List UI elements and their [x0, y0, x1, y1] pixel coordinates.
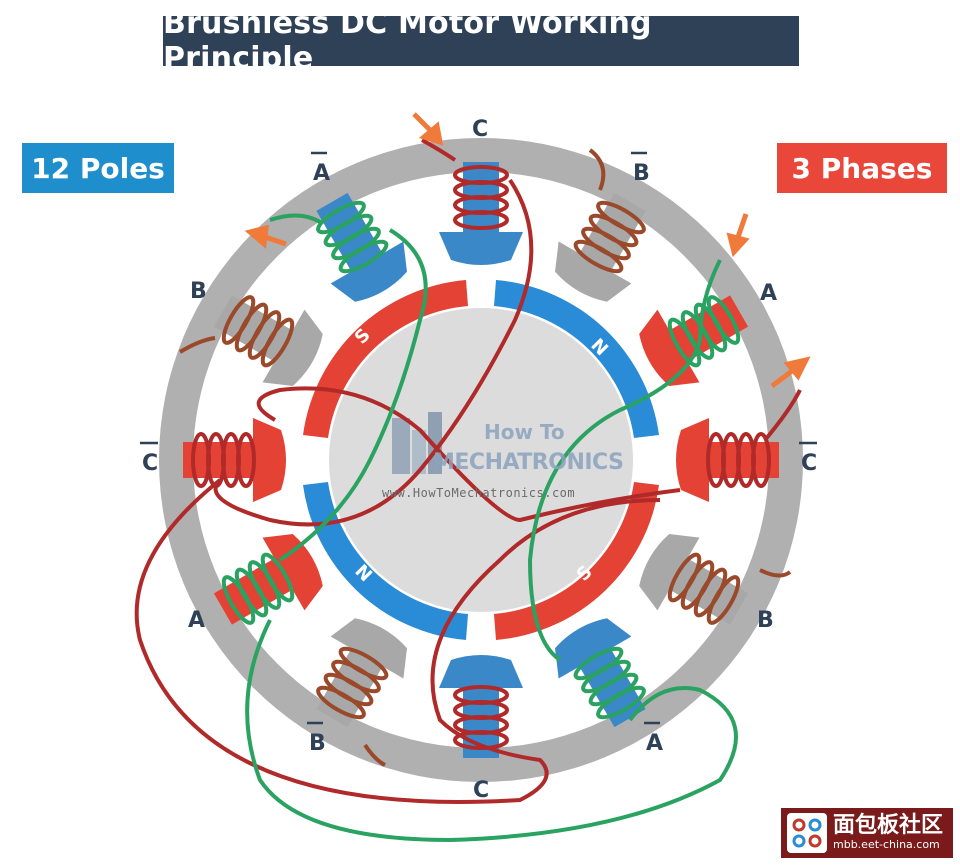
- pole-label-c-bottom: C: [473, 778, 489, 803]
- wire-c-bar-output: [763, 389, 802, 442]
- pole-label-a-right: A: [760, 281, 777, 306]
- pole-label-c-bar-left: C: [142, 451, 158, 476]
- pole-label-c-top: C: [472, 117, 488, 142]
- logo-text: 面包板社区 mbb.eet-china.com: [833, 814, 943, 852]
- page-title: Brushless DC Motor Working Principle: [163, 6, 652, 76]
- coil-b-bar-bottom: [316, 646, 389, 720]
- phases-badge-label: 3 Phases: [791, 151, 933, 185]
- coils: [191, 165, 771, 750]
- current-arrows: [244, 112, 811, 388]
- wire-b-right-lead: [759, 568, 792, 578]
- watermark-line2: MECHATRONICS: [433, 450, 624, 475]
- logo-cn: 面包板社区: [833, 813, 944, 838]
- pole-label-b-right: B: [757, 608, 774, 633]
- coil-c-bottom: [453, 685, 509, 750]
- arrow-c-in-head-icon: [418, 121, 444, 146]
- arrow-a-in-icon: [734, 213, 749, 241]
- wire-c-link-1: [213, 178, 534, 527]
- pole-label-a-bar-bottom: A: [646, 731, 663, 756]
- rotor-magnet-n-bottom: [303, 482, 468, 640]
- wire-c-link-2: [256, 386, 681, 523]
- rotor-magnet-s-bottom: [494, 482, 659, 640]
- title-banner: Brushless DC Motor Working Principle: [163, 6, 799, 76]
- coil-a-bar-top: [316, 200, 389, 274]
- coil-a-bar-bottom: [573, 646, 646, 720]
- coil-b-right: [667, 552, 741, 625]
- arrow-c-bar-out-head-icon: [783, 356, 811, 381]
- coil-a-left: [221, 552, 295, 625]
- wire-a-link-1: [278, 228, 428, 562]
- wire-b-left-lead: [178, 336, 216, 354]
- wire-a-bottom-loop: [245, 619, 738, 843]
- rotor-magnet-n-top: [494, 280, 659, 438]
- poles-badge: 12 Poles: [22, 143, 174, 193]
- pole-label-b-bar-top: B: [633, 161, 650, 186]
- coil-b-left: [221, 295, 295, 368]
- site-logo[interactable]: 面包板社区 mbb.eet-china.com: [781, 808, 953, 858]
- pole-label-c-bar-right: C: [801, 451, 817, 476]
- rotor-magnet-s-top: [303, 280, 468, 438]
- wire-a-bar-output: [269, 213, 322, 224]
- wire-c-input: [421, 138, 457, 162]
- pole-label-a-bar-top: A: [313, 161, 330, 186]
- logo-url: mbb.eet-china.com: [833, 838, 940, 851]
- rotor-magnets: [303, 280, 659, 640]
- wires: [134, 138, 802, 843]
- coil-a-right: [667, 295, 741, 368]
- watermark-url: www.HowToMechatronics.com: [382, 486, 576, 500]
- wire-c-bottom-loop: [134, 478, 661, 804]
- wire-a-link-2: [527, 259, 722, 662]
- coil-b-bar-top: [573, 200, 646, 274]
- wire-b-bar-bottom-lead: [363, 743, 386, 767]
- pole-label-b-left: B: [190, 279, 207, 304]
- pole-label-b-bar-bottom: B: [309, 731, 326, 756]
- phases-badge: 3 Phases: [777, 143, 947, 193]
- rotor-core: [329, 308, 633, 612]
- pole-label-a-left: A: [188, 608, 205, 633]
- logo-mark-icon: [787, 813, 827, 853]
- arrow-a-in-head-icon: [726, 232, 750, 258]
- coil-c-top: [453, 165, 509, 230]
- coil-c-bar-right: [706, 432, 771, 488]
- arrow-a-bar-out-head-icon: [244, 224, 269, 249]
- wire-b-bar-top-lead: [588, 148, 606, 191]
- watermark-line1: How To: [484, 420, 565, 444]
- poles-badge-label: 12 Poles: [31, 151, 165, 185]
